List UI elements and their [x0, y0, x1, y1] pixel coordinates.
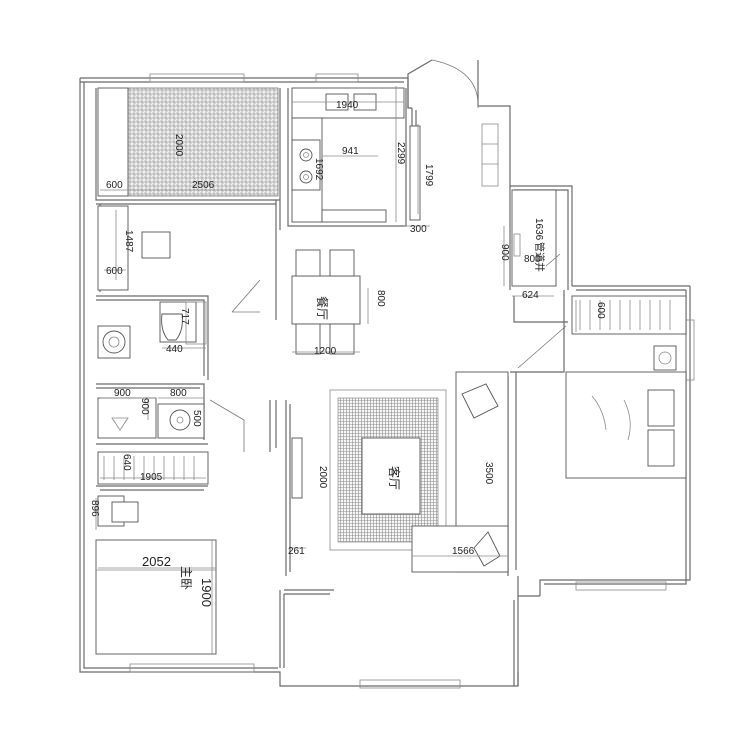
dim-kitchen-stove: 1692	[313, 158, 324, 181]
dim-desk: 896	[89, 500, 100, 517]
bedroom-door-arc	[517, 325, 567, 369]
dim-kitchen-counter: 941	[342, 146, 359, 157]
dim-bath-shower: 717	[179, 308, 190, 325]
dim-dining-table: 800	[375, 290, 386, 307]
master-bed	[95, 539, 217, 655]
dim-kitchen-pipe: 1799	[423, 164, 434, 187]
dim-bath-basin-w: 800	[170, 388, 187, 399]
dim-sofa-bottom: 1566	[452, 546, 475, 557]
dim-kitchen-step: 300	[410, 224, 427, 235]
room-label-living: 客厅	[387, 466, 402, 490]
dim-shaft-depth: 800	[524, 254, 541, 265]
bathroom	[97, 301, 207, 359]
washroom-door-arc	[209, 399, 245, 452]
dim-kitchen-width: 1940	[336, 100, 359, 111]
dim-bed-master-l: 1900	[199, 578, 214, 607]
bath-door-arc	[231, 279, 261, 313]
dim-bath-basin-h: 500	[191, 410, 202, 427]
washroom	[97, 397, 205, 439]
storage-box	[141, 231, 171, 259]
dim-closet-length: 1487	[123, 230, 134, 253]
labels: 餐厅 客厅 主卧 1940 2299 941 1692 1799 300 200…	[89, 100, 606, 607]
balcony	[97, 87, 279, 197]
living-area	[291, 371, 509, 573]
room-label-dining: 餐厅	[315, 296, 330, 320]
fridge	[409, 125, 421, 221]
dim-bedroom-wardrobe: 600	[595, 302, 606, 319]
storage-closet	[97, 205, 129, 291]
shaft-label: 管道井	[533, 242, 546, 272]
dim-shaft-width: 1636	[533, 218, 544, 241]
room-label-master: 主卧	[179, 566, 193, 590]
dim-bath-tub-h: 900	[139, 398, 150, 415]
dim-living-rug: 2000	[317, 466, 328, 489]
dim-tv-cabinet: 261	[288, 546, 305, 557]
dim-wardrobe-depth: 640	[121, 454, 132, 471]
dim-shaft-bottom: 624	[522, 290, 539, 301]
dim-balcony-width: 2506	[192, 180, 215, 191]
dim-wardrobe-length: 1905	[140, 472, 163, 483]
dim-sofa-length: 3500	[483, 462, 494, 485]
wardrobe-secondary	[97, 451, 209, 485]
desk-chair	[111, 501, 139, 523]
dim-dining-width: 1200	[314, 346, 337, 357]
windows	[129, 73, 695, 689]
pipe-shaft	[511, 189, 561, 287]
dim-balcony-side: 600	[106, 180, 123, 191]
dim-shaft-side: 900	[499, 244, 510, 261]
dining-set	[291, 249, 361, 355]
dim-balcony-length: 2000	[173, 134, 184, 157]
bedroom-right	[565, 295, 687, 479]
dim-closet-depth: 600	[106, 266, 123, 277]
dim-kitchen-length: 2299	[395, 142, 406, 165]
dim-bath-sink: 440	[166, 344, 183, 355]
dim-bath-tub-w: 900	[114, 388, 131, 399]
dimension-lines	[95, 86, 577, 654]
dim-bed-master-w: 2052	[142, 554, 171, 569]
entrance-closet	[481, 123, 499, 187]
entrance-door-arc	[431, 59, 479, 109]
